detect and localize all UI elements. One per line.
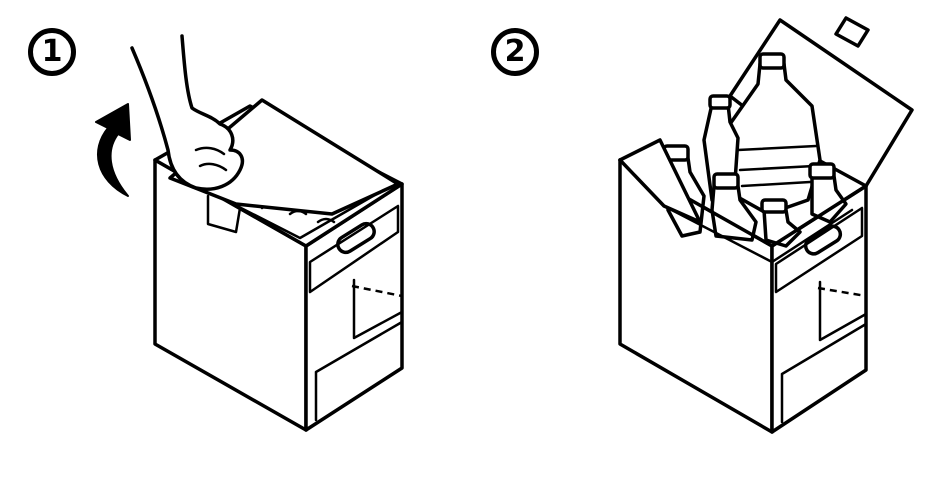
box-1-side-flap [308,204,400,294]
step-1-badge: 1 [28,28,76,76]
box-2-left-flap [618,138,702,224]
box-2-side-panel [780,280,868,424]
box-1-handle-hole [336,221,376,255]
box-1-front-tab [206,194,242,234]
curved-up-arrow-icon [95,103,131,197]
large-bottle [728,62,822,216]
bottle-left-back-cap [708,94,732,110]
large-bottle-cap [758,52,786,70]
box-2-side-flap [774,206,864,294]
step-2-illustration [618,16,914,434]
large-bottle-rings [736,144,818,188]
box-1-fold-line [351,284,403,298]
box-2-handle-hole [803,224,843,256]
step-2-badge: 2 [491,28,539,76]
hand-icon [130,34,245,191]
step-2-number: 2 [504,34,526,69]
bottle-center-front-cap [712,172,740,190]
step-1-illustration [95,34,404,432]
bottle-right-back-cap [808,162,836,180]
box-1-side-panel [314,278,404,422]
step-1-number: 1 [41,34,63,69]
box-2-lid-tab [834,16,870,48]
hand-finger-lines [194,146,228,172]
box-2-fold-line [817,286,867,298]
bottle-right-front-cap [760,198,788,214]
